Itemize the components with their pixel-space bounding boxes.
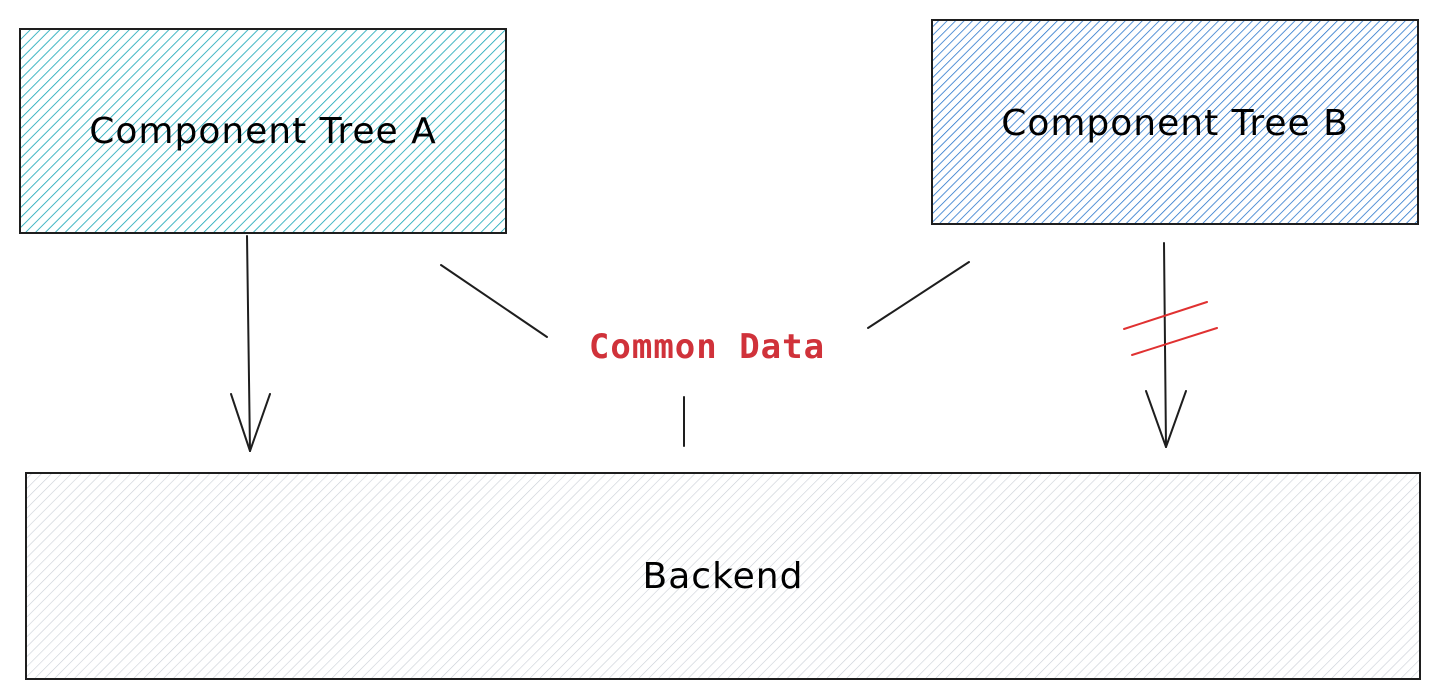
component-tree-b-label: Component Tree B bbox=[1001, 103, 1349, 144]
common-data-connectors bbox=[440, 261, 970, 447]
component-tree-a-border bbox=[19, 28, 507, 234]
arrow-a-head-right bbox=[249, 393, 271, 452]
strike-line-top bbox=[1123, 301, 1208, 330]
arrow-a-head-left bbox=[230, 393, 251, 452]
connector-from-tree-a bbox=[440, 264, 548, 338]
backend-fill bbox=[26, 473, 1420, 679]
connector-from-tree-b bbox=[867, 261, 970, 329]
common-data-label: Common Data bbox=[589, 327, 825, 367]
component-tree-a-fill bbox=[20, 29, 506, 233]
component-tree-b-fill bbox=[932, 20, 1418, 224]
component-tree-a-box: Component Tree A bbox=[19, 28, 507, 234]
backend-box: Backend bbox=[25, 472, 1421, 680]
not-equal-strike-mark bbox=[1123, 301, 1218, 356]
backend-label: Backend bbox=[643, 556, 804, 597]
arrow-b-head-right bbox=[1165, 390, 1187, 448]
arrow-a-shaft bbox=[246, 235, 251, 452]
component-tree-b-border bbox=[931, 19, 1419, 225]
component-tree-a-label: Component Tree A bbox=[89, 111, 437, 152]
strike-line-bottom bbox=[1131, 327, 1218, 356]
arrow-tree-a-to-backend bbox=[230, 235, 271, 452]
backend-border bbox=[25, 472, 1421, 680]
component-tree-b-box: Component Tree B bbox=[931, 19, 1419, 225]
arrow-b-head-left bbox=[1145, 390, 1167, 448]
